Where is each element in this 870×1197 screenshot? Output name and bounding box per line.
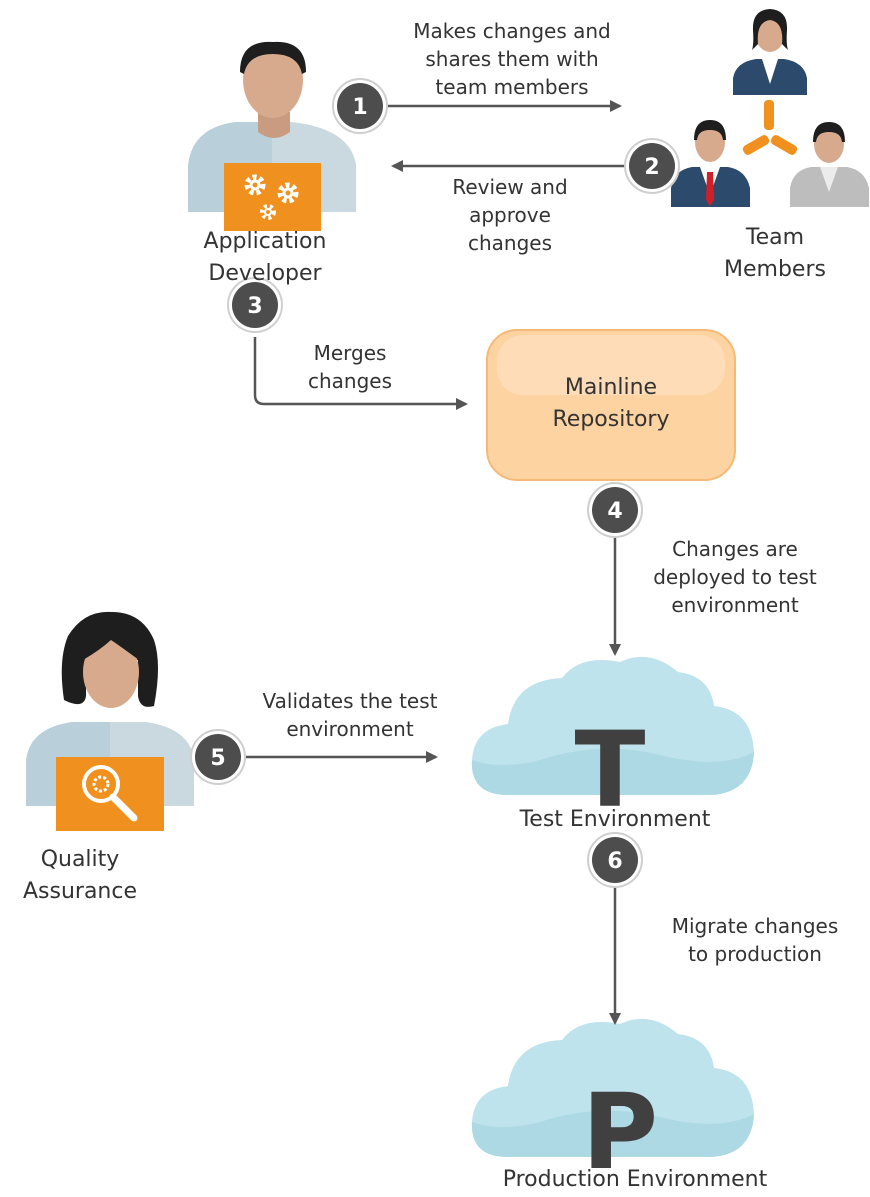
team-member-woman-icon [733,9,807,95]
step-number: 2 [644,155,659,180]
application-developer-icon [188,41,356,231]
step-1-description: Makes changes and shares them with team … [372,17,652,101]
qa-label-line: Assurance [22,879,138,904]
mainline-repository-label: Mainline Repository [487,372,735,436]
step-5-description: Validates the test environment [235,687,465,743]
step-5-line: environment [286,717,414,741]
step-1-line: Makes changes and [413,19,611,43]
step-badge-5: 5 [190,729,246,785]
step-2-line: Review and [452,175,568,199]
step-3-description: Merges changes [280,339,420,395]
repository-label-line: Mainline [564,375,658,400]
step-number: 4 [607,499,622,524]
step-5-line: Validates the test [262,689,438,713]
step-badge-4: 4 [587,482,643,538]
step-4-description: Changes are deployed to test environment [630,535,840,619]
step-number: 1 [352,95,367,120]
step-3-line: Merges [313,341,387,365]
production-environment-cloud-icon [471,1018,754,1157]
developer-label-line: Developer [208,261,322,286]
magnifier-icon [82,765,138,822]
step-badge-6: 6 [587,832,643,888]
step-badge-3: 3 [227,277,283,333]
team-member-man-icon [671,120,750,207]
production-environment-label-text: Production Environment [502,1167,768,1192]
developer-label: Application Developer [160,226,370,290]
quality-assurance-icon [26,611,194,831]
repository-label-line: Repository [552,407,670,432]
developer-label-line: Application [203,229,327,254]
team-label-line: Team [745,225,805,250]
team-connector-icon [742,100,798,155]
production-environment-label: Production Environment [470,1164,800,1196]
step-3-line: changes [307,369,393,393]
quality-assurance-label: Quality Assurance [0,844,160,908]
step-6-line: to production [688,942,822,966]
step-badge-2: 2 [624,138,680,194]
step-6-description: Migrate changes to production [640,912,870,968]
step-2-line: approve [469,203,551,227]
team-member-man-icon [790,122,869,207]
team-members-label: Team Members [680,222,870,286]
team-members-icon [671,9,869,207]
step-2-description: Review and approve changes [410,173,610,257]
team-label-line: Members [724,257,826,282]
step-6-line: Migrate changes [671,914,839,938]
step-badge-1: 1 [332,78,388,134]
test-environment-label: Test Environment [470,804,760,836]
step-4-line: deployed to test [653,565,817,589]
test-environment-label-text: Test Environment [519,807,711,832]
step-4-line: environment [671,593,799,617]
test-environment-cloud-icon [471,656,754,795]
step-2-line: changes [467,231,553,255]
step-number: 6 [607,849,622,874]
test-environment-letter: T [575,709,646,831]
gears-icon [244,174,299,220]
arrow-step-3 [253,337,468,410]
step-4-line: Changes are [672,537,798,561]
step-number: 3 [247,294,262,319]
repository-highlight [497,335,725,395]
step-number: 5 [210,746,225,771]
step-1-line: team members [435,75,589,99]
qa-label-line: Quality [40,847,120,872]
step-1-line: shares them with [425,47,599,71]
production-environment-letter: P [582,1071,658,1193]
